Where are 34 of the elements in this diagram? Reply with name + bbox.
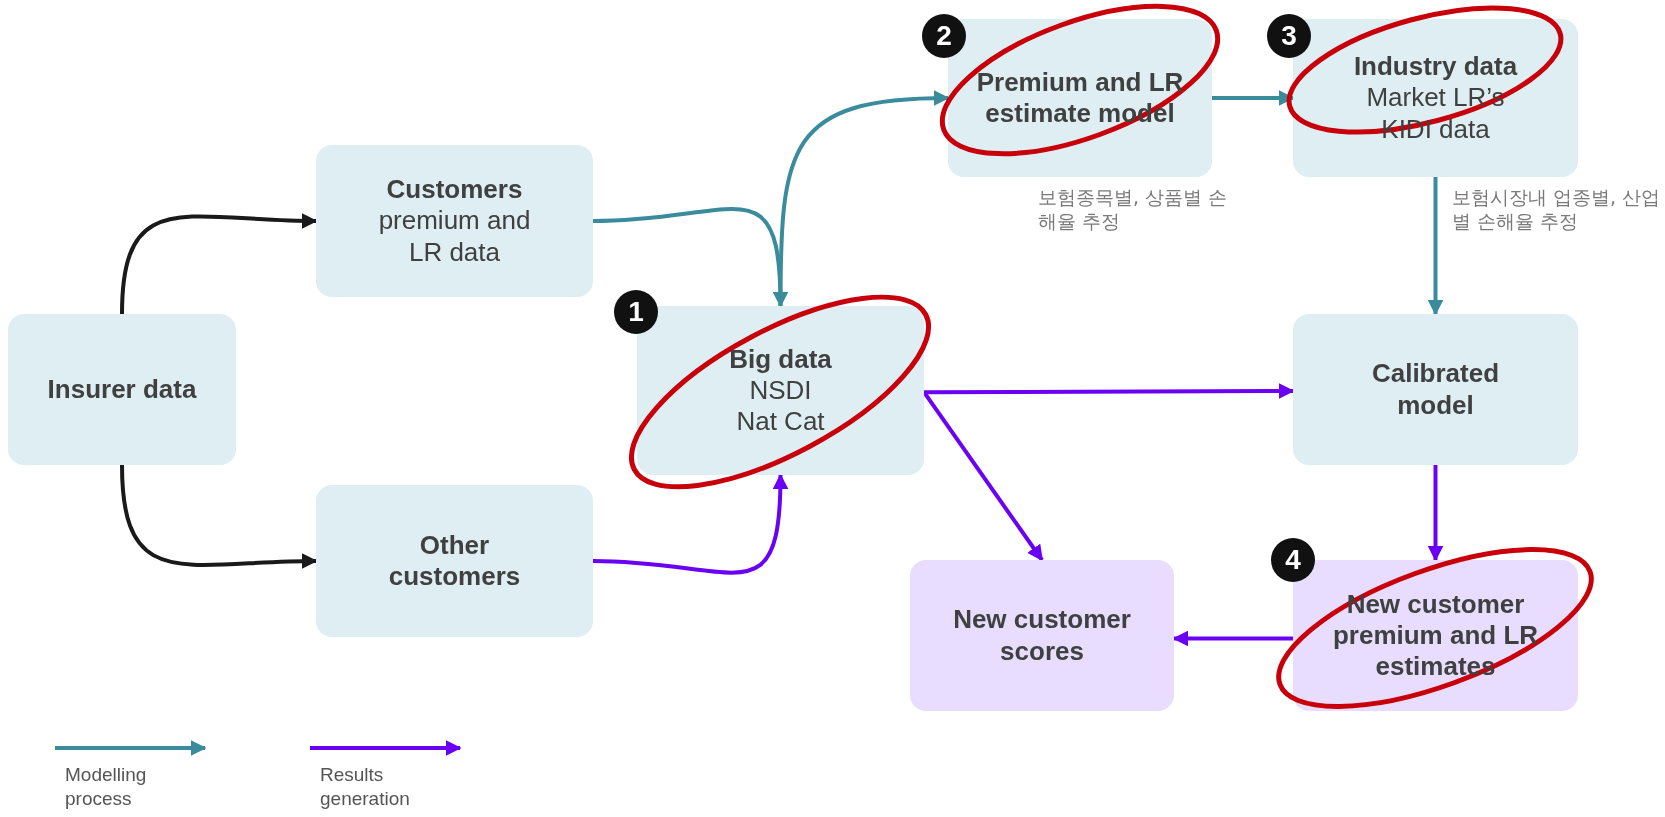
arrow <box>1427 177 1444 316</box>
node-text: NSDI <box>749 374 812 407</box>
annotation-text: 보험시장내 업종별, 산업별 손해율 추정 <box>1452 186 1662 234</box>
annotation-text: 보험종목별, 상품별 손해율 추정 <box>1038 186 1229 234</box>
node-title: New customer premium and LR estimates <box>1331 588 1540 683</box>
arrow <box>778 90 950 306</box>
process-box <box>8 314 236 465</box>
arrow <box>120 464 318 570</box>
process-box <box>316 145 593 297</box>
step-number-badge: 2 <box>922 14 966 58</box>
step-number-badge: 3 <box>1267 14 1311 58</box>
step-number-badge: 4 <box>1271 538 1315 582</box>
node-title: Industry data <box>1353 51 1518 83</box>
node-title: Calibrated model <box>1370 358 1501 421</box>
arrow <box>592 473 789 575</box>
arrow <box>922 391 1044 562</box>
arrow <box>1427 465 1444 562</box>
arrow <box>1212 90 1295 106</box>
node-title: Customers <box>386 174 523 206</box>
result-box <box>910 560 1174 711</box>
process-box <box>316 485 593 637</box>
node-title: Big data <box>729 343 832 375</box>
node-title: Insurer data <box>47 373 197 406</box>
node-text: premium and LR data <box>377 205 532 268</box>
node-title: Other customers <box>387 529 522 593</box>
arrow <box>924 383 1295 400</box>
step-number-badge: 1 <box>614 290 658 334</box>
node-text: Nat Cat <box>736 406 825 438</box>
arrow <box>1172 630 1293 647</box>
legend-label: Results generation <box>320 763 411 811</box>
process-box <box>1293 314 1578 465</box>
node-title: New customer scores <box>952 604 1132 667</box>
legend-label: Modelling process <box>65 763 148 811</box>
arrow <box>120 212 318 315</box>
